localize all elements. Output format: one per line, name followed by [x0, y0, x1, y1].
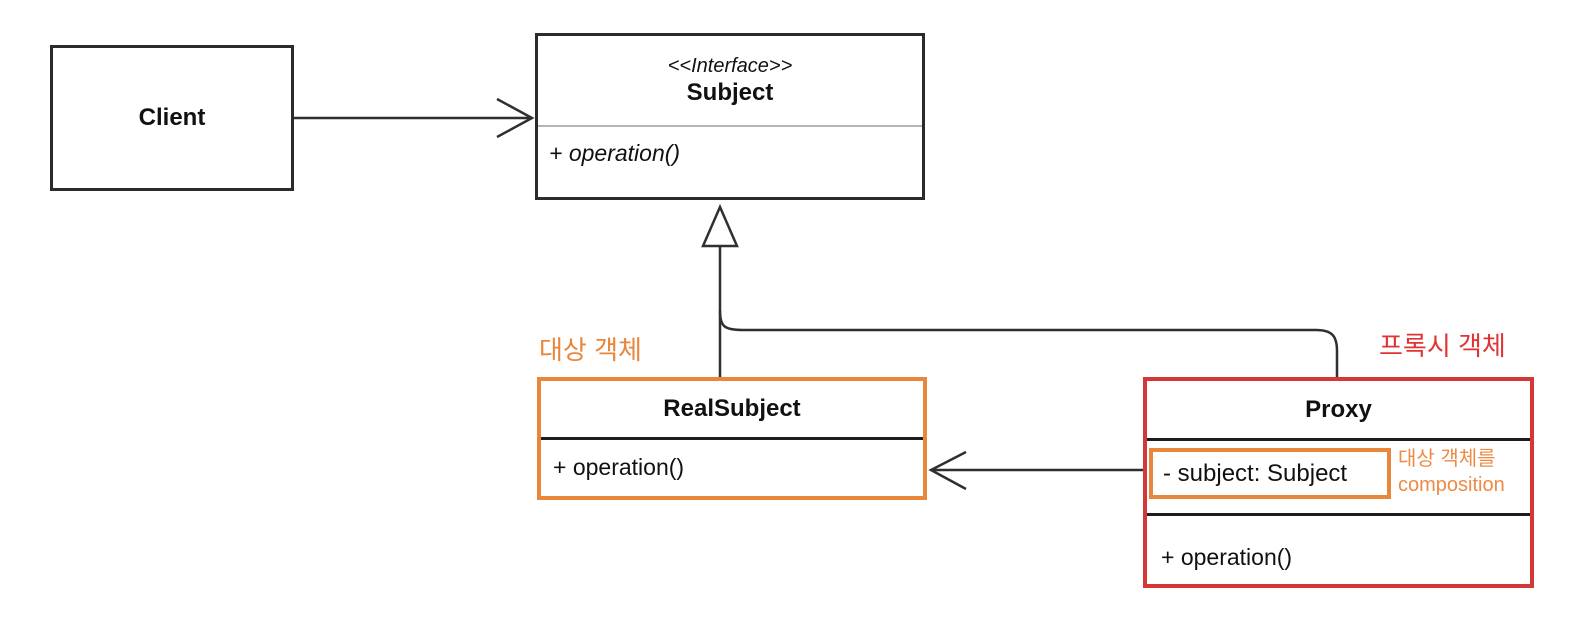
composition-note-line2: composition [1398, 474, 1505, 496]
class-box-proxy: Proxy - subject: Subject + operation() [1143, 377, 1534, 588]
subject-stereotype: <<Interface>> [667, 54, 793, 77]
section-divider [1147, 438, 1530, 441]
section-divider [538, 125, 922, 127]
realsubject-annotation-label: 대상 객체 [539, 335, 642, 365]
proxy-method: + operation() [1161, 544, 1293, 570]
section-divider [541, 437, 923, 440]
class-box-client: Client [50, 45, 294, 191]
proxy-to-realsubject-arrow [928, 450, 1143, 491]
client-to-subject-arrow [294, 97, 535, 139]
section-divider [1147, 513, 1530, 516]
open-arrowhead-icon [928, 450, 967, 491]
realsubject-class-name: RealSubject [663, 395, 801, 422]
open-arrowhead-icon [496, 97, 535, 139]
composition-note: 대상 객체를 composition [1398, 446, 1505, 498]
subject-method: + operation() [549, 140, 681, 166]
generalization-line [701, 203, 739, 377]
subject-class-name: Subject [686, 78, 774, 106]
class-box-subject: <<Interface>> Subject + operation() [535, 33, 925, 200]
proxy-subject-attribute-highlight-box: - subject: Subject [1149, 448, 1391, 499]
hollow-triangle-icon [701, 203, 739, 248]
proxy-generalization-branch [718, 310, 1339, 377]
proxy-annotation-label: 프록시 객체 [1379, 331, 1506, 361]
client-class-name: Client [138, 104, 206, 131]
composition-note-line1: 대상 객체를 [1398, 448, 1496, 470]
class-box-realsubject: RealSubject + operation() [537, 377, 927, 500]
proxy-attribute: - subject: Subject [1163, 459, 1348, 487]
proxy-class-name: Proxy [1305, 395, 1372, 423]
realsubject-method: + operation() [553, 454, 685, 480]
